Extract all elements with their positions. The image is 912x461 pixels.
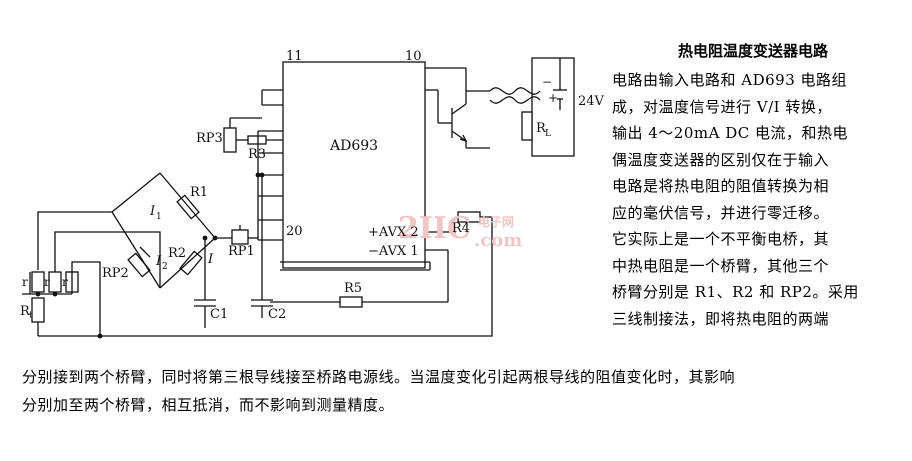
watermark-small: 电子网 [478,214,514,229]
desc-line-5: 电路是将热电阻的阻值转换为相 [612,177,830,195]
rp1-label: RP1 [228,244,255,259]
r5-resistor [339,296,363,308]
lead-r1-label: r [22,275,28,289]
desc-full-line-1: 分别接到两个桥臂，同时将第三根导线接至桥路电源线。当温度变化引起两根导线的阻值变… [22,368,736,386]
desc-line-4: 偶温度变送器的区别仅在于输入 [612,150,830,169]
bridge [111,172,258,289]
rt-sub: t [29,311,33,321]
supply-label: 24V [578,94,605,109]
desc-line-6: 应的毫伏信号，并进行零迁移。 [612,203,830,222]
page-title: 热电阻温度变送器电路 [678,42,829,60]
pin-10-label: 10 [405,49,422,64]
desc-line-2: 成，对温度信号进行 V/I 转换， [612,97,832,116]
rp3-label: RP3 [196,131,223,146]
desc-line-10: 三线制接法，即将热电阻的两端 [612,309,830,328]
lead-r3-label: r [62,275,68,289]
pin-20-label: 20 [286,224,303,239]
desc-line-8: 中热电阻是一个桥臂，其他三个 [612,256,830,275]
r1-label: R1 [190,185,208,200]
lead-r2-label: r [44,275,50,289]
rp3-r3 [223,117,283,153]
supply-minus: − [542,75,552,89]
avx1-label: −AVX 1 [368,244,419,259]
desc-line-7: 它实际上是一个不平衡电桥，其 [612,230,830,248]
current-i1-label: I [149,204,156,219]
current-i2-sub: 2 [162,262,168,272]
watermark-com: .com [474,230,522,251]
r3-label: R3 [248,147,266,162]
r4-label: R4 [452,221,470,236]
desc-line-9: 桥臂分别是 R1、R2 和 RP2。采用 [612,283,859,301]
current-i1-sub: 1 [156,212,162,222]
load-loop [531,57,575,157]
c1-label: C1 [210,307,228,322]
watermark: 2IIC [398,211,471,246]
ic-label: AD693 [329,138,378,154]
output-transistor [437,67,490,149]
current-i2-label: I [155,254,162,269]
desc-line-3: 输出 4～20mA DC 电流，和热电 [612,124,848,142]
c2-label: C2 [268,307,286,322]
avx2-label: +AVX 2 [368,225,419,240]
pin-11-label: 11 [286,49,303,64]
desc-full-line-2: 分别加至两个桥臂，相互抵消，而不影响到测量精度。 [22,396,395,414]
load-resistor [521,111,533,141]
supply-plus: + [548,91,558,105]
rl-label: R [536,121,547,136]
rt-label: R [20,304,31,319]
current-i-label: I [207,252,214,267]
desc-line-1: 电路由输入电路和 AD693 电路组 [612,71,848,89]
rp2-label: RP2 [102,266,129,281]
ad693-chip [282,61,426,269]
rl-sub: L [545,129,551,139]
r2-label: R2 [168,246,186,261]
r5-label: R5 [344,281,362,296]
